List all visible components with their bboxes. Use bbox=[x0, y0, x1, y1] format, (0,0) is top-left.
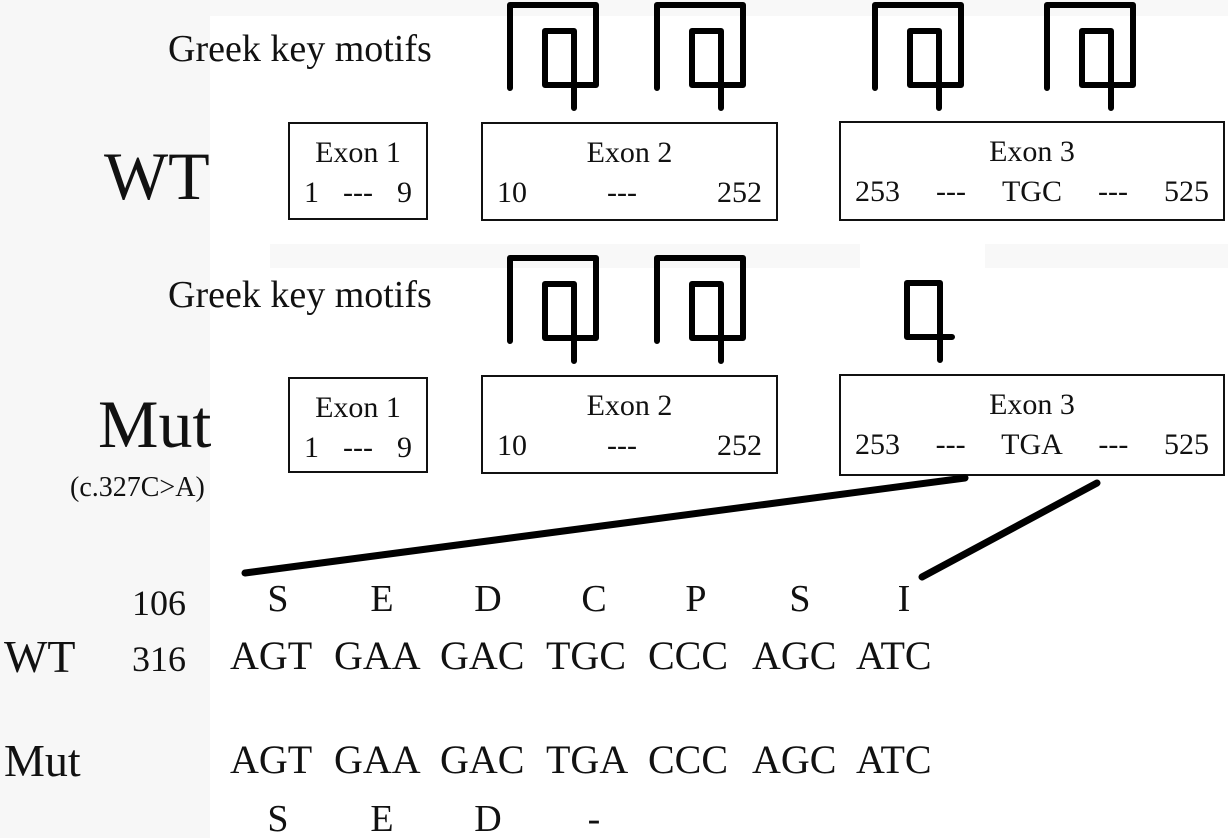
exon-sep: --- bbox=[1098, 428, 1129, 461]
exon-codon: TGA bbox=[1001, 428, 1063, 461]
exon-sep: --- bbox=[607, 176, 637, 209]
amino-acid: - bbox=[587, 798, 601, 840]
codon: AGT bbox=[230, 737, 313, 782]
codon: TGA bbox=[546, 737, 629, 782]
mut-label: Mut bbox=[98, 386, 212, 462]
exon-title: Exon 1 bbox=[315, 391, 401, 424]
connector-line-left bbox=[241, 474, 969, 577]
amino-acid: S bbox=[267, 798, 289, 840]
greek-key-motif-icon bbox=[872, 2, 964, 111]
greek-key-motif-icon bbox=[654, 255, 746, 364]
exon-title: Exon 1 bbox=[315, 136, 401, 169]
wt-label: WT bbox=[104, 138, 210, 214]
exon-range: 253 --- TGC --- 525 bbox=[855, 177, 1209, 207]
codon: AGT bbox=[230, 633, 313, 678]
codon: ATC bbox=[856, 737, 932, 782]
exon-sep: --- bbox=[343, 176, 373, 209]
exon-range: 253 --- TGA --- 525 bbox=[855, 430, 1209, 460]
greek-key-motif-icon bbox=[507, 2, 599, 111]
exon-range: 1 --- 9 bbox=[304, 433, 412, 463]
background-band bbox=[985, 244, 1228, 268]
wt-exon-3: Exon 3 253 --- TGC --- 525 bbox=[839, 121, 1225, 221]
exon-title: Exon 3 bbox=[989, 135, 1075, 168]
greek-key-motif-icon bbox=[654, 2, 746, 111]
connector-line-right bbox=[918, 479, 1101, 581]
amino-acid: D bbox=[474, 798, 502, 840]
amino-acid: E bbox=[370, 578, 394, 620]
codon: ATC bbox=[856, 633, 932, 678]
exon-range: 10 --- 252 bbox=[497, 431, 762, 461]
exon-sep: --- bbox=[607, 429, 637, 462]
background-left-strip bbox=[0, 0, 210, 838]
amino-acid: E bbox=[370, 798, 394, 840]
amino-acid: P bbox=[685, 578, 707, 620]
mut-exon-3: Exon 3 253 --- TGA --- 525 bbox=[839, 374, 1225, 476]
aa-start-number: 106 bbox=[132, 583, 186, 623]
codon: GAA bbox=[334, 633, 421, 678]
wt-exon-2: Exon 2 10 --- 252 bbox=[481, 122, 778, 221]
mut-exon-1: Exon 1 1 --- 9 bbox=[288, 377, 428, 473]
exon-start: 10 bbox=[497, 429, 527, 462]
exon-range: 1 --- 9 bbox=[304, 178, 412, 208]
wt-greek-key-motifs bbox=[507, 2, 1136, 111]
amino-acid: C bbox=[581, 578, 607, 620]
seq-wt-label: WT bbox=[4, 631, 76, 682]
mut-greek-key-motifs bbox=[507, 255, 955, 364]
amino-acid: I bbox=[897, 578, 911, 620]
nt-start-number: 316 bbox=[132, 639, 186, 679]
exon-sep: --- bbox=[1097, 175, 1128, 208]
mut-exon-2: Exon 2 10 --- 252 bbox=[481, 375, 778, 474]
seq-mut-label: Mut bbox=[4, 735, 81, 786]
exon-end: 9 bbox=[396, 176, 412, 209]
exon-end: 252 bbox=[716, 176, 762, 209]
codon: TGC bbox=[546, 633, 626, 678]
amino-acid: S bbox=[267, 578, 289, 620]
greek-key-motif-icon bbox=[507, 255, 599, 364]
codon: CCC bbox=[648, 633, 729, 678]
exon-start: 1 bbox=[304, 176, 319, 209]
codon: GAC bbox=[440, 737, 525, 782]
wt-motif-label: Greek key motifs bbox=[168, 28, 432, 70]
codon: GAA bbox=[334, 737, 421, 782]
codon: CCC bbox=[648, 737, 729, 782]
greek-key-motif-icon bbox=[1044, 2, 1136, 111]
exon-start: 253 bbox=[855, 428, 900, 461]
exon-range: 10 --- 252 bbox=[497, 178, 762, 208]
exon-title: Exon 3 bbox=[989, 388, 1075, 421]
exon-sep: --- bbox=[343, 431, 373, 464]
exon-end: 525 bbox=[1164, 428, 1209, 461]
exon-start: 1 bbox=[304, 431, 319, 464]
codon: AGC bbox=[752, 737, 837, 782]
exon-codon: TGC bbox=[1001, 175, 1062, 208]
mutation-label: (c.327C>A) bbox=[70, 472, 205, 503]
exon-title: Exon 2 bbox=[586, 136, 673, 169]
wt-exon-1: Exon 1 1 --- 9 bbox=[288, 122, 428, 220]
exon-start: 253 bbox=[855, 175, 900, 208]
mut-motif-label: Greek key motifs bbox=[168, 274, 432, 316]
exon-sep: --- bbox=[935, 428, 966, 461]
amino-acid: S bbox=[789, 578, 811, 620]
truncated-greek-key-motif-icon bbox=[904, 280, 955, 363]
exon-start: 10 bbox=[497, 176, 527, 209]
exon-end: 525 bbox=[1163, 175, 1209, 208]
exon-sep: --- bbox=[936, 175, 966, 208]
exon-end: 9 bbox=[396, 431, 412, 464]
codon: GAC bbox=[440, 633, 525, 678]
exon-end: 252 bbox=[716, 429, 762, 462]
exon-title: Exon 2 bbox=[586, 389, 673, 422]
amino-acid: D bbox=[474, 578, 502, 620]
codon: AGC bbox=[752, 633, 837, 678]
